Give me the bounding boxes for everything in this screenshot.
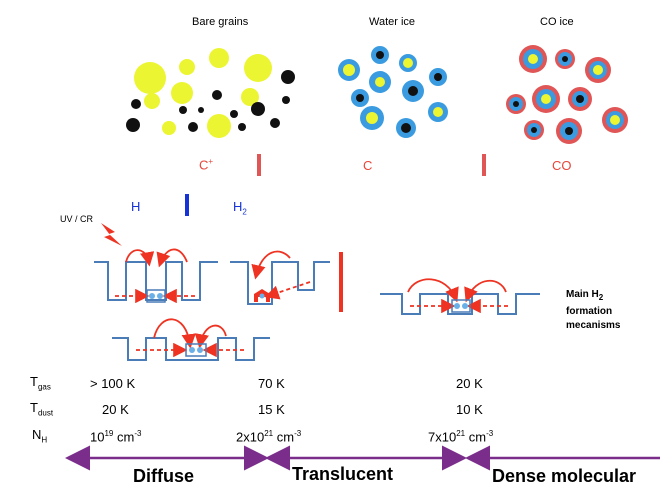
c-co-transition-marker [482,154,486,176]
grain-surface-dense [380,293,540,315]
co-ice-header: CO ice [540,16,574,28]
h-h2-transition-marker [185,194,189,216]
nh-dense: 7x1021 cm-3 [428,429,494,445]
h-label: H [131,199,141,214]
cplus-label: C+ [199,157,214,173]
lightning-icon [101,223,122,246]
uv-cr-label: UV / CR [60,214,94,224]
tdust-diffuse: 20 K [102,402,129,417]
cplus-c-transition-marker [257,154,261,176]
bare-grains-cluster [126,48,295,138]
co-label: CO [552,158,572,173]
h2-label: H2 [233,199,247,217]
phase-dense: Dense molecular [492,466,637,486]
c-label: C [363,158,373,173]
h-atom-marker [197,347,203,353]
h-atom-marker [259,293,265,299]
water-ice-cluster [338,46,448,138]
h-atom-marker [149,293,155,299]
tdust-label: Tdust [30,400,54,418]
tdust-dense: 10 K [456,402,483,417]
grain-surface-diffuse-1 [94,261,218,301]
mechanisms-label: Main H2 formation mecanisms [566,289,621,331]
translucent-dense-divider [339,252,343,312]
tgas-dense: 20 K [456,376,483,391]
water-ice-header: Water ice [369,16,416,28]
grain-surface-diffuse-2 [112,337,270,361]
tgas-translucent: 70 K [258,376,285,391]
h-atom-marker [462,303,468,309]
nh-translucent: 2x1021 cm-3 [236,429,302,445]
phase-translucent: Translucent [292,464,394,484]
tgas-label: Tgas [30,374,51,392]
h-atom-marker [189,347,195,353]
h-atom-marker [157,293,163,299]
nh-diffuse: 1019 cm-3 [90,429,142,445]
tgas-diffuse: > 100 K [90,376,136,391]
h-atom-marker [454,303,460,309]
tdust-translucent: 15 K [258,402,285,417]
phase-diffuse: Diffuse [133,466,195,486]
surface-site-box [146,289,166,303]
surface-site-box [451,299,471,313]
surface-site-box [185,343,207,357]
red-arrows-translucent [251,250,311,300]
grain-surface-translucent [230,261,330,305]
co-ice-cluster [506,45,628,144]
red-arrows-diffuse-2 [136,318,244,358]
bare-grains-header: Bare grains [192,16,249,28]
red-arrows-dense [407,278,508,314]
nh-label: NH [32,427,48,445]
red-arrows-diffuse-1 [115,248,195,304]
